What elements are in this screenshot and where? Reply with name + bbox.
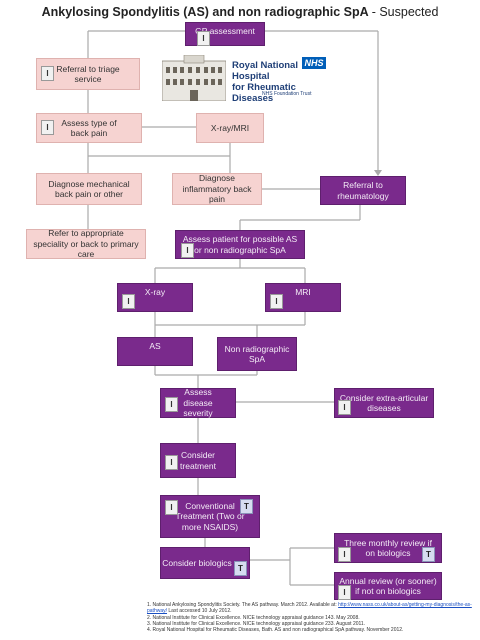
annual-review-box: Annual review (or sooner) if not on biol…: [334, 572, 442, 600]
treatment-tag: T: [234, 561, 247, 576]
info-tag: I: [41, 120, 54, 135]
hospital-name-line2: for Rheumatic Diseases: [232, 82, 296, 104]
as-box: AS: [117, 337, 193, 366]
xray-mri-box: X-ray/MRI: [196, 113, 264, 143]
xray-mri-label: X-ray/MRI: [210, 122, 250, 133]
reference-1-accessed: Last accessed 10 July 2012.: [168, 608, 232, 615]
reference-1-link[interactable]: http://www.nass.co.uk/about-as/getting-m…: [147, 602, 472, 615]
annual-review-label: Annual review (or sooner) if not on biol…: [339, 575, 437, 597]
reference-2: 2. National Institute for Clinical Excel…: [147, 614, 360, 621]
non-radiographic-label: Non radiographic SpA: [224, 343, 290, 365]
title-main: Ankylosing Spondylitis (AS) and non radi…: [41, 5, 369, 19]
assess-severity-label: Assess disease severity: [183, 387, 213, 419]
title-suffix: - Suspected: [371, 5, 439, 19]
info-tag: I: [338, 400, 351, 415]
info-tag: I: [338, 585, 351, 600]
info-tag: I: [165, 455, 178, 470]
foundation-trust-label: NHS Foundation Trust: [262, 91, 312, 97]
mri-label: MRI: [295, 287, 311, 297]
info-tag: I: [165, 397, 178, 412]
gp-assessment-label: GP assessment: [195, 26, 255, 36]
mechanical-back-pain-box: Diagnose mechanical back pain or other: [36, 173, 142, 205]
info-tag: I: [165, 500, 178, 515]
hospital-logo: Royal National Hospital for Rheumatic Di…: [162, 55, 332, 105]
info-tag: I: [270, 294, 283, 309]
nhs-badge: NHS: [302, 57, 326, 69]
reference-1-text: 1. National Ankylosing Spondylitis Socie…: [147, 602, 337, 608]
hospital-name-line1: Royal National Hospital: [232, 60, 298, 82]
info-tag: I: [197, 31, 210, 46]
reference-1: 1. National Ankylosing Spondylitis Socie…: [147, 602, 477, 615]
referral-triage-label: Referral to triage service: [56, 63, 120, 85]
conventional-treatment-label: Conventional Treatment (Two or more NSAI…: [175, 500, 245, 532]
three-monthly-review-label: Three monthly review if on biologics: [344, 537, 432, 559]
hospital-building-icon: [162, 55, 226, 101]
assess-patient-box: Assess patient for possible AS or non ra…: [175, 230, 305, 259]
assess-back-pain-label: Assess type of back pain: [61, 117, 117, 139]
extra-articular-label: Consider extra-articular diseases: [339, 392, 429, 414]
mechanical-back-pain-label: Diagnose mechanical back pain or other: [48, 178, 130, 200]
refer-speciality-box: Refer to appropriate speciality or back …: [26, 228, 146, 260]
consider-treatment-label: Consider treatment: [180, 450, 216, 471]
arrowhead: [374, 170, 382, 176]
reference-3: 3. National Institute for Clinical Excel…: [147, 620, 366, 627]
inflammatory-back-pain-box: Diagnose inflammatory back pain: [172, 173, 262, 205]
references: 1. National Ankylosing Spondylitis Socie…: [147, 602, 477, 633]
xray-box: X-ray: [117, 283, 193, 312]
as-label: AS: [149, 341, 161, 351]
referral-rheumatology-label: Referral to rheumatology: [337, 180, 389, 201]
hospital-name: Royal National Hospital for Rheumatic Di…: [232, 60, 332, 104]
page-title: Ankylosing Spondylitis (AS) and non radi…: [0, 5, 480, 19]
info-tag: I: [338, 547, 351, 562]
treatment-tag: T: [422, 547, 435, 562]
referral-rheumatology-box: Referral to rheumatology: [320, 176, 406, 205]
info-tag: I: [41, 66, 54, 81]
assess-patient-label: Assess patient for possible AS or non ra…: [182, 234, 298, 255]
treatment-tag: T: [240, 499, 253, 514]
consider-biologics-label: Consider biologics: [162, 557, 232, 568]
non-radiographic-box: Non radiographic SpA: [217, 337, 297, 371]
refer-speciality-label: Refer to appropriate speciality or back …: [33, 228, 139, 260]
reference-4: 4. Royal National Hospital for Rheumatic…: [147, 627, 404, 634]
info-tag: I: [122, 294, 135, 309]
inflammatory-back-pain-label: Diagnose inflammatory back pain: [182, 173, 252, 205]
info-tag: I: [181, 243, 194, 258]
xray-label: X-ray: [144, 287, 166, 297]
